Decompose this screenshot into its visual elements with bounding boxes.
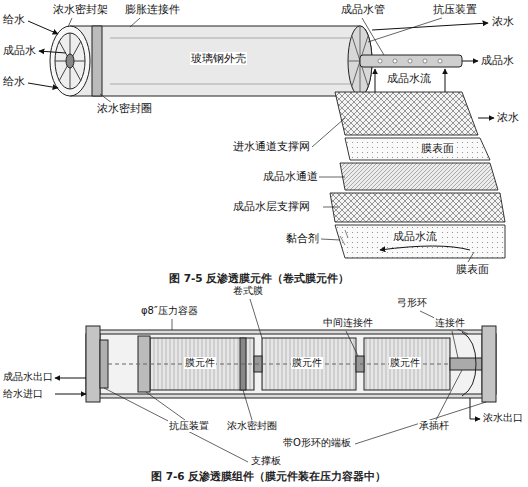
flow-arrows [55,378,480,419]
brine-seal-carrier [50,26,90,96]
part-label: 玻璃钢外壳 [190,52,247,65]
part-label: 卷式膜 [232,285,264,297]
part-label: 浓水 [496,111,520,124]
part-label: 成品水层支撑网 [232,200,311,213]
part-label: 支撑板 [250,455,282,467]
leader-lines [68,18,474,262]
part-label: 抗压装置 [432,3,478,16]
support-plate [100,340,108,388]
snap-ring [462,332,476,396]
part-label: 浓水 [491,15,515,28]
part-label: 给水 [2,75,26,88]
part-label: 承插杆 [418,420,450,432]
part-label: 中间连接件 [322,317,374,329]
part-label: 成品水 [480,54,515,67]
thrust-rod [450,358,482,370]
part-label: 浓水密封圈 [226,420,278,432]
part-label: 连接件 [434,317,466,329]
part-label: 黏合剂 [285,232,320,245]
part-label: 成品水流 [392,230,438,243]
part-label: 给水进口 [2,388,44,400]
part-label: 浓水出口 [482,412,524,424]
part-label: φ8″压力容器 [140,305,199,317]
part-label: 膜元件 [184,357,216,369]
figure-caption: 图 7-6 反渗透膜组件（膜元件装在压力容器中） [150,470,387,483]
part-label: 进水通道支撑网 [232,140,311,153]
part-label: 成品水管 [340,3,386,16]
part-label: 带O形环的端板 [282,437,352,449]
pressure-vessel [86,326,496,402]
figure-caption: 图 7-5 反渗透膜元件（卷式膜元件） [168,272,350,285]
part-label: 膜元件 [389,357,421,369]
part-label: 膜表面 [420,142,455,155]
part-label: 成品水流 [386,72,432,85]
part-label: 给水 [2,13,26,26]
part-label: 成品水 [2,44,37,57]
product-tube [360,55,462,67]
leader-lines [104,299,486,462]
part-label: 浓水密封架 [52,3,109,16]
flow-arrows [28,21,494,250]
part-label: 膜元件 [291,357,323,369]
spiral-element [50,26,462,96]
brine-seal [92,26,102,96]
part-label: 膨胀连接件 [124,3,181,16]
part-label: 抗压装置 [168,420,210,432]
part-label: 弓形环 [396,297,428,309]
end-plate [482,326,496,402]
part-label: 成品水出口 [2,371,54,383]
part-label: 浓水密封圈 [96,102,153,115]
membrane-layers [330,92,505,258]
part-label: 膜表面 [455,263,490,276]
end-plate [86,326,100,402]
part-label: 成品水通道 [262,170,319,183]
